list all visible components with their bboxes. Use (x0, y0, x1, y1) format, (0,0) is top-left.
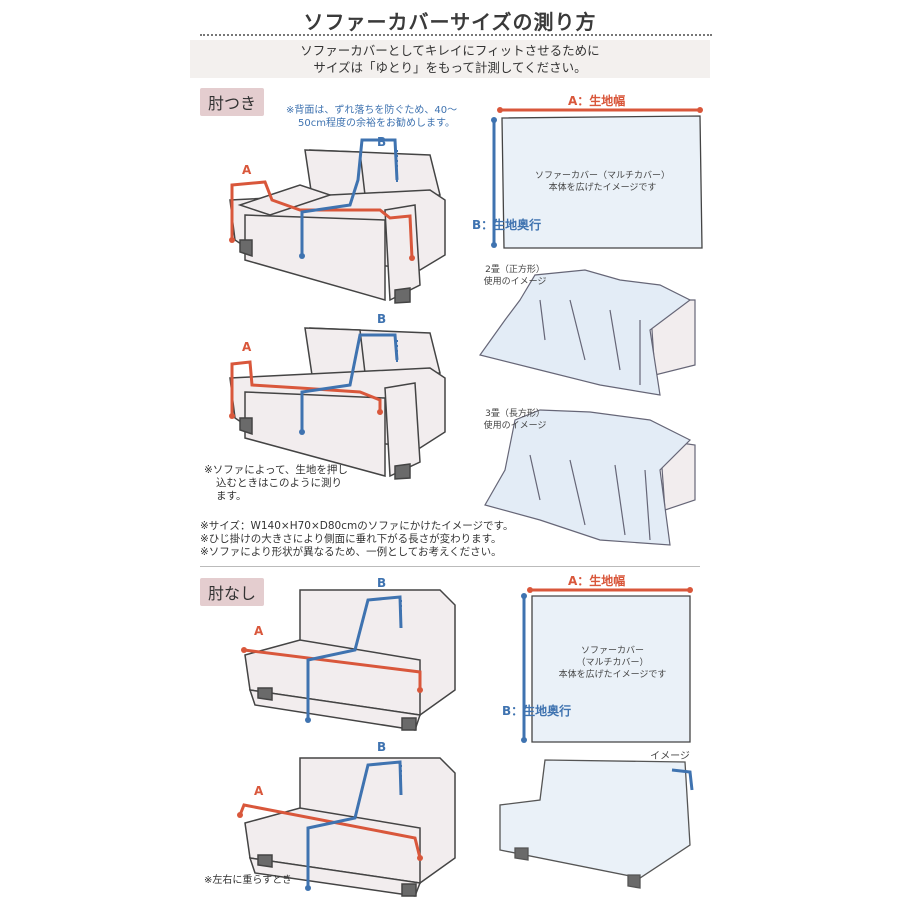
cover-caption-2: ソファーカバー （マルチカバー） 本体を広げたイメージです (535, 645, 690, 681)
cover-example-2jo (478, 269, 696, 396)
armless-measure-b-1 (306, 595, 403, 720)
measure-a-line-1 (230, 180, 414, 259)
footnote-2: ※ひじ掛けの大きさにより側面に垂れ下がる長さが変わります。 (200, 533, 502, 545)
subtitle: ソファーカバーとしてキレイにフィットさせるために サイズは「ゆとり」をもって計測… (190, 42, 710, 76)
example-2jo-label: 2畳（正方形） 使用のイメージ (470, 264, 560, 288)
back-note-line1: ※背面は、ずれ落ちを防ぐため、40〜 (286, 105, 458, 116)
cover-sheet-1 (501, 115, 703, 249)
armless-measure-a-1 (243, 648, 422, 690)
tuck-note-line2: 込むときはこのように測り (216, 477, 342, 489)
page-title: ソファーカバーサイズの測り方 (303, 10, 597, 34)
footnotes: ※サイズ：W140×H70×D80cmのソファにかけたイメージです。 ※ひじ掛け… (200, 520, 700, 559)
cover-depth-label-1: B：生地奥行 (472, 218, 542, 232)
armless-label-a-1: A (254, 624, 264, 638)
armless-sofa-2 (244, 757, 456, 897)
armless-label-b-2: B (377, 740, 387, 754)
overlap-note: ※左右に重らすとき (204, 875, 293, 886)
armless-measure-a-2 (238, 803, 422, 859)
subtitle-line2: サイズは「ゆとり」をもって計測してください。 (313, 60, 587, 75)
label-a-2: A (242, 340, 252, 354)
label-b-2: B (377, 312, 387, 326)
armless-label-a-2: A (254, 784, 264, 798)
title-divider (200, 34, 712, 36)
example-2jo-line2: 使用のイメージ (483, 277, 547, 287)
cover-depth-label-2: B：生地奥行 (502, 704, 572, 718)
cover-caption-1-line1: ソファーカバー（マルチカバー） (534, 171, 670, 181)
cover-caption-2-line1: ソファーカバー (580, 646, 644, 656)
armless-sofa-1 (244, 589, 456, 731)
image-label: イメージ (650, 751, 690, 762)
footnote-1: ※サイズ：W140×H70×D80cmのソファにかけたイメージです。 (200, 520, 514, 532)
armless-measure-b-2 (306, 760, 403, 888)
example-2jo-line1: 2畳（正方形） (485, 265, 545, 275)
measure-b-line-2 (300, 333, 399, 432)
armrest-sofa-2 (229, 327, 446, 480)
armless-tag: 肘なし (200, 578, 265, 606)
tuck-note-line3: ます。 (216, 490, 247, 502)
subtitle-line1: ソファーカバーとしてキレイにフィットさせるために (300, 43, 600, 58)
example-3jo-line2: 使用のイメージ (483, 421, 547, 431)
cover-example-3jo (484, 409, 696, 546)
example-3jo-line1: 3畳（長方形） (485, 409, 545, 419)
cover-caption-1: ソファーカバー（マルチカバー） 本体を広げたイメージです (505, 170, 700, 194)
section-divider (200, 566, 700, 567)
subtitle-box (190, 40, 710, 78)
armrest-sofa-1 (229, 149, 446, 304)
cover-caption-2-line2: （マルチカバー） (576, 658, 649, 668)
armrest-tag: 肘つき (200, 88, 265, 116)
back-note-line2: 50cm程度の余裕をお勧めします。 (298, 118, 455, 129)
tuck-note-line1: ※ソファによって、生地を押し (204, 464, 348, 476)
back-note: ※背面は、ずれ落ちを防ぐため、40〜 50cm程度の余裕をお勧めします。 (286, 104, 496, 130)
label-a-1: A (242, 163, 252, 177)
armless-label-b-1: B (377, 576, 387, 590)
label-b-1: B (377, 135, 387, 149)
measure-b-line-1 (300, 138, 399, 256)
cover-width-label-1: A：生地幅 (568, 94, 626, 108)
measure-a-line-2 (230, 360, 382, 416)
cover-width-label-2: A：生地幅 (568, 574, 626, 588)
armless-cover-example (499, 759, 694, 889)
cover-caption-1-line2: 本体を広げたイメージです (548, 183, 657, 193)
tuck-note: ※ソファによって、生地を押し 込むときはこのように測り ます。 (204, 464, 384, 503)
cover-caption-2-line3: 本体を広げたイメージです (558, 670, 667, 680)
example-3jo-label: 3畳（長方形） 使用のイメージ (470, 408, 560, 432)
cover-sheet-2 (531, 595, 691, 743)
footnote-3: ※ソファにより形状が異なるため、一例としてお考えください。 (200, 546, 502, 558)
